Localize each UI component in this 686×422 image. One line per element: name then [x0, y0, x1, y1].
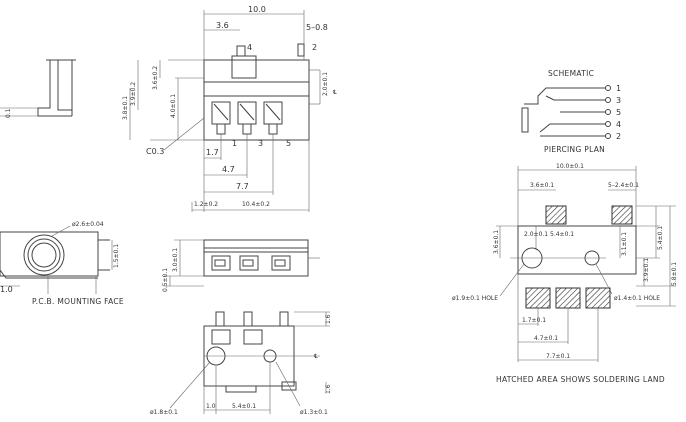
- dim-1-0-side: 1.0: [0, 285, 13, 294]
- plan-dim-4-7: 4.7±0.1: [534, 335, 558, 342]
- plan-dim-5-4: 5.4±0.1: [550, 231, 574, 238]
- dim-3-8-tol: 3.8±0.1: [122, 96, 129, 120]
- piercing-plan: PIERCING PLAN 10.0±0.1 3.6±0.1 5–2.4±0.1…: [452, 145, 678, 384]
- dim-5-4-bottom: 5.4±0.1: [232, 403, 256, 410]
- chamfer-label: C0.3: [146, 147, 164, 156]
- schematic-pin-5: 5: [616, 108, 621, 117]
- piercing-plan-title: PIERCING PLAN: [544, 145, 605, 154]
- pin-label-1: 1: [232, 139, 237, 148]
- bottom-center-mark: ℄: [314, 353, 318, 360]
- pin-label-3: 3: [258, 139, 263, 148]
- plan-dim-5-4-v: 5.4±0.1: [657, 226, 664, 250]
- pin-label-4: 4: [247, 43, 252, 52]
- schematic-title: SCHEMATIC: [548, 69, 594, 78]
- dim-10-4-tol: 10.4±0.2: [242, 201, 270, 208]
- schematic-pin-4: 4: [616, 120, 621, 129]
- soldering-land-note: HATCHED AREA SHOWS SOLDERING LAND: [496, 375, 665, 384]
- dim-1-5-tol: 1.5±0.1: [113, 244, 120, 268]
- left-edge-view: 0.1: [0, 59, 76, 118]
- top-view: 10.0 3.6 5–0.8 4 2 1 3 5: [122, 5, 337, 212]
- pin-label-5: 5: [286, 139, 291, 148]
- dim-1-6-bottom: 1.6: [325, 384, 332, 394]
- dim-1-7: 1.7: [206, 148, 219, 157]
- side-view: ø2.6±0.04 1.5±0.1 1.0 P.C.B. MOUNTING FA…: [0, 221, 124, 306]
- dim-3-6: 3.6: [216, 21, 229, 30]
- dim-4-7: 4.7: [222, 165, 235, 174]
- plan-dim-5-8: 5.8±0.1: [671, 262, 678, 286]
- center-line-mark: ℄: [333, 89, 337, 96]
- dim-3-6-tol: 3.6±0.2: [152, 66, 159, 90]
- dim-7-7: 7.7: [236, 182, 249, 191]
- plan-dim-5-2-4: 5–2.4±0.1: [608, 182, 639, 189]
- dim-1-0-bottom: 1.0: [206, 403, 216, 410]
- plan-hole-right: ø1.4±0.1 HOLE: [614, 295, 660, 302]
- dia-1-3: ø1.3±0.1: [300, 409, 328, 416]
- schematic-pin-2: 2: [616, 132, 621, 141]
- pcb-mounting-face-label: P.C.B. MOUNTING FACE: [32, 297, 124, 306]
- schematic-pin-1: 1: [616, 84, 621, 93]
- plan-dim-3-1: 3.1±0.1: [621, 232, 628, 256]
- dia-2-6: ø2.6±0.04: [72, 221, 104, 228]
- plan-dim-1-7: 1.7±0.1: [522, 317, 546, 324]
- plan-hole-left: ø1.9±0.1 HOLE: [452, 295, 498, 302]
- pin-label-2: 2: [312, 43, 317, 52]
- dim-1-6-top: 1.6: [325, 314, 332, 324]
- dim-1-2-tol: 1.2±0.2: [194, 201, 218, 208]
- plan-dim-10-0: 10.0±0.1: [556, 163, 584, 170]
- plan-dim-3-6: 3.6±0.1: [530, 182, 554, 189]
- plan-dim-3-9: 3.9±0.1: [643, 258, 650, 282]
- edge-dim-small: 0.1: [5, 108, 12, 118]
- plan-dim-7-7: 7.7±0.1: [546, 353, 570, 360]
- front-view: 3.0±0.1 0.5±0.1: [162, 239, 320, 292]
- dim-4-0-tol: 4.0±0.1: [170, 94, 177, 118]
- schematic-pin-3: 3: [616, 96, 621, 105]
- schematic: SCHEMATIC 1 3 5 4 2: [521, 69, 621, 141]
- dim-0-5-tol: 0.5±0.1: [162, 268, 169, 292]
- plan-dim-2-0: 2.0±0.1: [524, 231, 548, 238]
- dim-3-0-tol: 3.0±0.1: [172, 248, 179, 272]
- dia-1-8: ø1.8±0.1: [150, 409, 178, 416]
- dim-5-0-8: 5–0.8: [306, 23, 328, 32]
- bottom-view: 1.6 1.6 ℄ ø1.8±0.1 1.0 5.4±0.1 ø1.3±0.1: [150, 311, 332, 416]
- dim-overall-width: 10.0: [248, 5, 266, 14]
- plan-dim-3-6-v: 3.6±0.1: [493, 230, 500, 254]
- dim-2-0-tol: 2.0±0.1: [322, 72, 329, 96]
- dim-3-9-tol: 3.9±0.2: [130, 82, 137, 106]
